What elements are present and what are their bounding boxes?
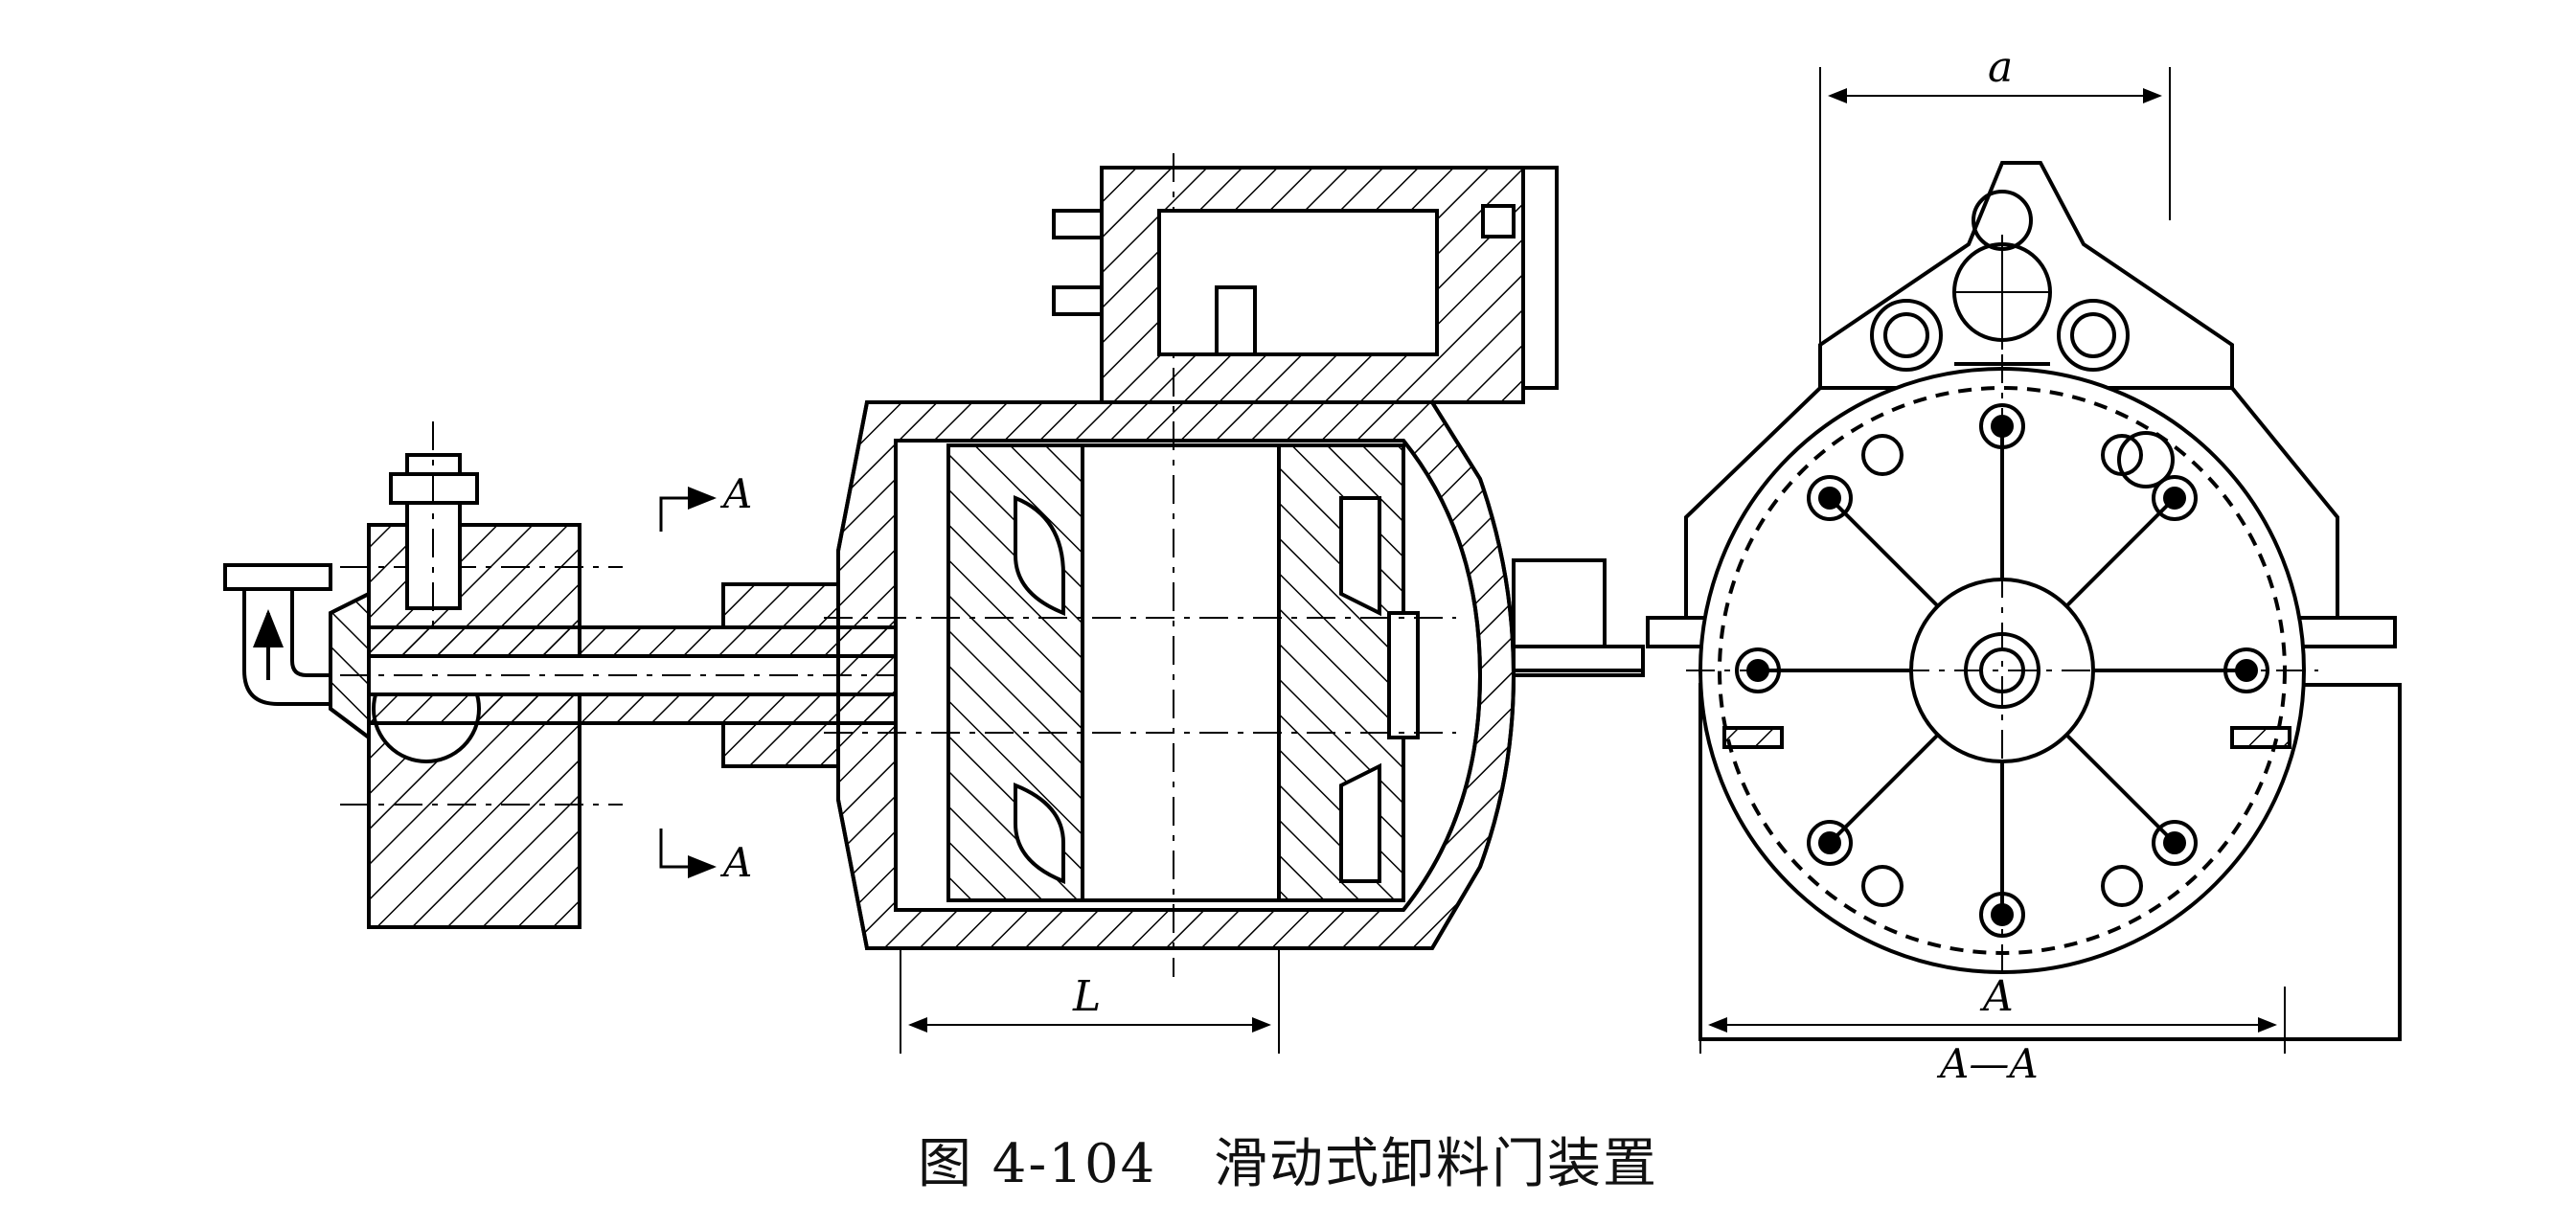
dimension-l-label: L (1072, 972, 1101, 1021)
view-label: A—A (1936, 1040, 2039, 1087)
wall-bracket (340, 523, 623, 929)
dimension-a (1819, 67, 2171, 388)
section-label-top: A (719, 470, 752, 517)
bracket-top-bolt (389, 421, 479, 632)
dimension-l (900, 948, 1280, 1054)
dimension-a-width (1699, 987, 2286, 1054)
dimension-a-width-label: A (1979, 972, 2014, 1021)
section-label-bottom: A (719, 839, 752, 886)
cylinder-flange (721, 582, 840, 768)
section-arrow-top (659, 487, 717, 532)
aa-view-bolts (1735, 403, 2269, 938)
figure-title: 滑动式卸料门装置 (1214, 1133, 1659, 1195)
top-housing (1052, 166, 1559, 404)
inlet-elbow-pipe (223, 563, 332, 706)
nozzle-gland (329, 590, 371, 741)
dimension-a-label: a (1988, 43, 2013, 92)
figure-number: 图 4-104 (917, 1133, 1157, 1195)
cylinder-centerlines (824, 153, 1456, 977)
figure-caption: 图 4-104 滑动式卸料门装置 (0, 1121, 2576, 1198)
side-bracket (1512, 558, 1645, 677)
aa-view-top-bracket (1818, 161, 2234, 390)
piston-discs (946, 443, 1420, 902)
aa-view-side-clamps (1722, 726, 2291, 749)
section-arrow-bottom (659, 829, 717, 878)
